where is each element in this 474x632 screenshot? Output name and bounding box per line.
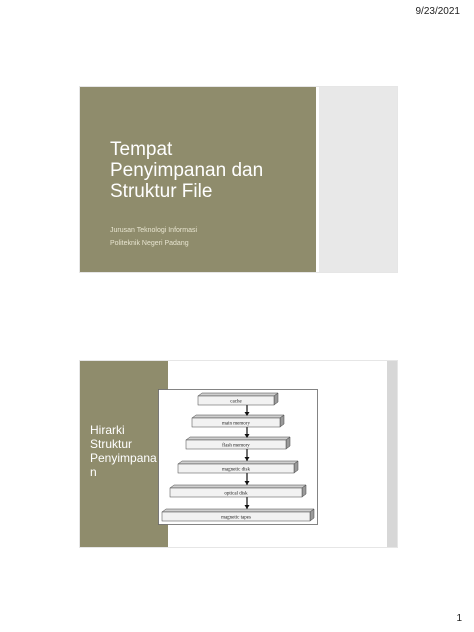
slide-2-title-line: Struktur [90,437,133,451]
slide-1-subtitle-line: Jurusan Teknologi Informasi [110,227,198,234]
slide-2-title-panel: Hirarki Struktur Penyimpana n [80,361,168,547]
tier-flash-memory: flash memory [185,436,291,450]
print-date: 9/23/2021 [415,6,461,17]
hierarchy-arrowheads [244,412,250,509]
tier-main-memory: main memory [191,414,285,428]
diagram-frame [158,389,318,525]
tier-label-magnetic-disk: magnetic disk [222,468,250,473]
slide-1-subtitle: Jurusan Teknologi Informasi Politeknik N… [110,224,197,250]
slide-1-title-panel: Tempat Penyimpanan dan Struktur File Jur… [80,87,316,272]
slide-2-thumbnail[interactable]: Hirarki Struktur Penyimpana n cache main… [79,360,398,548]
tier-cache: cache [197,392,279,406]
slide-2-title-line: Hirarki [90,423,125,437]
slide-2-side-strip [387,361,397,547]
tier-label-optical-disk: optical disk [224,492,248,497]
slide-2-title-line: Penyimpana [90,451,157,465]
storage-hierarchy-diagram: cache main memory flash memory magnetic … [158,389,318,525]
slide-1-side-panel [319,87,397,272]
tier-magnetic-tapes: magnetic tapes [161,508,315,522]
tier-label-cache: cache [230,400,242,405]
tier-label-main-memory: main memory [222,422,250,427]
slide-1-title-line: Struktur File [110,181,213,202]
slide-1-subtitle-line: Politeknik Negeri Padang [110,240,189,247]
page-number: 1 [456,613,462,624]
tier-label-magnetic-tapes: magnetic tapes [221,516,251,521]
tier-magnetic-disk: magnetic disk [177,460,299,474]
tier-optical-disk: optical disk [169,484,307,498]
slide-1-thumbnail[interactable]: Tempat Penyimpanan dan Struktur File Jur… [79,86,398,273]
slide-1-title: Tempat Penyimpanan dan Struktur File [110,139,310,202]
tier-label-flash-memory: flash memory [222,444,250,449]
slide-1-title-line: Tempat [110,139,173,160]
slide-2-title-line: n [90,465,97,479]
slide-1-title-line: Penyimpanan dan [110,160,264,181]
slide-2-title: Hirarki Struktur Penyimpana n [90,423,166,479]
